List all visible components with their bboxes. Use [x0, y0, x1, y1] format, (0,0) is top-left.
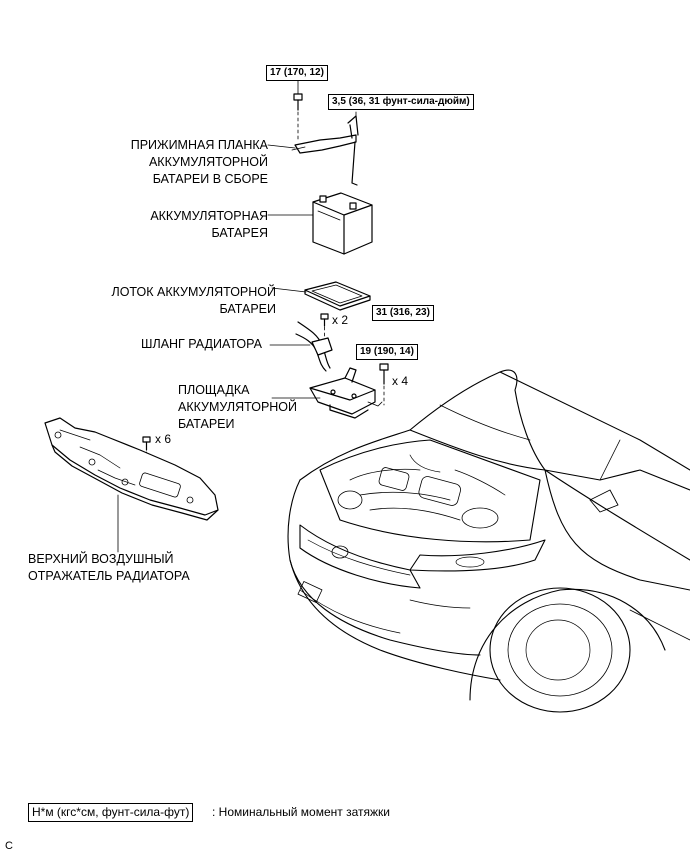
- quantity-carrier-bolt: x 4: [392, 374, 409, 388]
- legend-unit-box: Н*м (кгс*см, фунт-сила-фут): [28, 803, 194, 822]
- label-battery-clamp: ПРИЖИМНАЯ ПЛАНКА АККУМУЛЯТОРНОЙ БАТАРЕИ …: [130, 138, 268, 186]
- label-battery-carrier: ПЛОЩАДКА АККУМУЛЯТОРНОЙ БАТАРЕИ: [178, 383, 298, 431]
- torque-spec-hose-bolt: 31 (316, 23): [372, 305, 434, 321]
- car-front: [287, 369, 690, 713]
- label-radiator-hose: ШЛАНГ РАДИАТОРА: [141, 337, 262, 351]
- battery-tray: [304, 281, 371, 311]
- battery-carrier: [309, 367, 383, 419]
- carrier-bolt: [379, 363, 389, 406]
- torque-spec-carrier-bolt: 19 (190, 14): [356, 344, 418, 360]
- radiator-hose: [269, 321, 333, 372]
- corner-mark: C: [5, 840, 13, 852]
- legend-description: : Номинальный момент затяжки: [212, 805, 390, 819]
- quantity-deflector-bolt: x 6: [155, 432, 172, 446]
- torque-spec-clamp-bolt: 17 (170, 12): [266, 65, 328, 81]
- battery-clamp: [291, 111, 359, 186]
- quantity-hose-bolt: x 2: [332, 313, 349, 327]
- battery: [312, 192, 373, 255]
- label-radiator-deflector: ВЕРХНИЙ ВОЗДУШНЫЙ ОТРАЖАТЕЛЬ РАДИАТОРА: [28, 552, 190, 583]
- radiator-deflector: [44, 417, 219, 521]
- torque-spec-clamp-nut: 3,5 (36, 31 фунт-сила-дюйм): [328, 94, 474, 110]
- label-battery: АККУМУЛЯТОРНАЯ БАТАРЕЯ: [150, 209, 268, 240]
- label-battery-tray: ЛОТОК АККУМУЛЯТОРНОЙ БАТАРЕИ: [111, 285, 277, 316]
- hose-bolt: [320, 313, 329, 339]
- clamp-bolt: [293, 79, 303, 141]
- leader-lines: [117, 144, 321, 553]
